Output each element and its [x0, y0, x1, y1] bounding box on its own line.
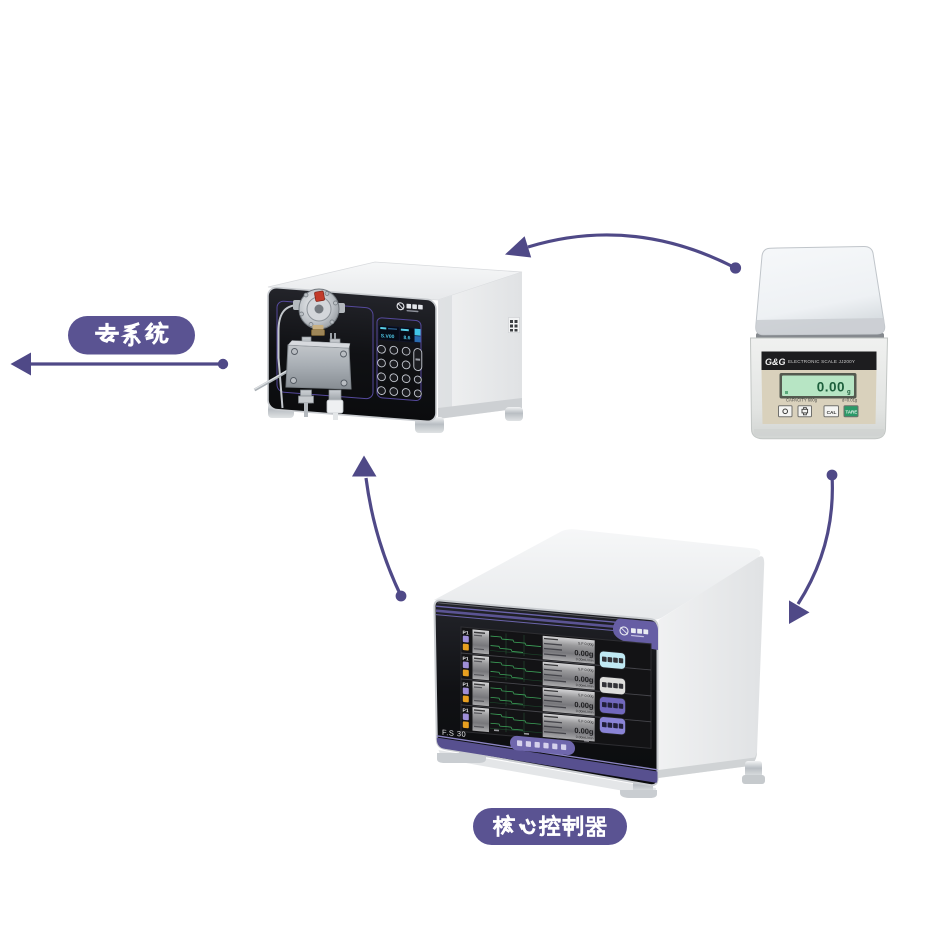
svg-text:G&G: G&G [765, 357, 786, 367]
svg-text:S.V00: S.V00 [381, 333, 395, 340]
svg-text:S.F 0.00g: S.F 0.00g [578, 641, 594, 646]
svg-text:0.00: 0.00 [817, 380, 845, 395]
svg-text:CAL: CAL [827, 410, 837, 416]
svg-text:CAPACITY 600g: CAPACITY 600g [786, 398, 818, 403]
svg-text:8.6: 8.6 [404, 335, 411, 342]
svg-text:P1: P1 [463, 630, 469, 637]
svg-text:0.00g: 0.00g [574, 648, 594, 659]
svg-text:TARE: TARE [846, 410, 858, 415]
svg-text:F.S 30: F.S 30 [442, 728, 466, 739]
svg-text:ELECTRONIC SCALE JJ200Y: ELECTRONIC SCALE JJ200Y [788, 359, 855, 364]
svg-text:0.00mL/min: 0.00mL/min [576, 657, 594, 663]
svg-text:g: g [847, 390, 851, 396]
svg-text:d=0.01g: d=0.01g [842, 398, 858, 403]
